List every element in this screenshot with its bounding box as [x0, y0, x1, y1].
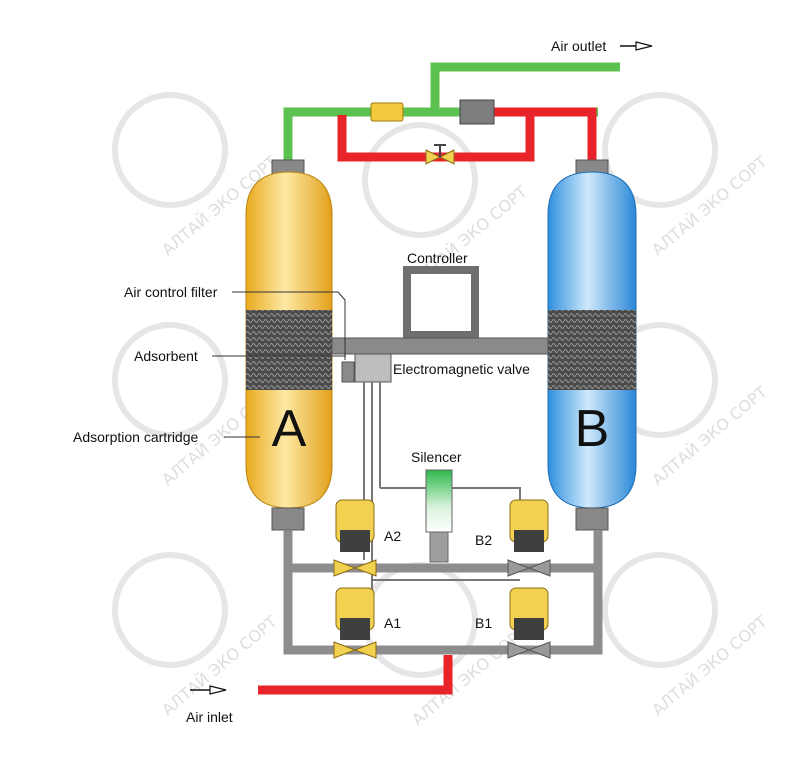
check-valve-block — [459, 99, 495, 125]
air-inlet-arrow — [190, 685, 227, 695]
tower-b-adsorbent — [548, 310, 636, 390]
throttle-valve — [425, 144, 455, 165]
air-outlet-label: Air outlet — [551, 38, 606, 54]
yellow-filter — [370, 102, 404, 122]
solenoid-block — [354, 353, 392, 383]
valve-b1-label: B1 — [475, 615, 492, 631]
controller-label: Controller — [407, 250, 468, 266]
controller-box — [403, 266, 479, 339]
adsorbent-label: Adsorbent — [134, 348, 198, 364]
tower-b: B — [547, 171, 637, 509]
tower-a-adsorbent — [246, 310, 332, 390]
silencer-label: Silencer — [411, 449, 462, 465]
controller-assembly — [331, 266, 549, 590]
tower-a: A — [245, 171, 333, 509]
valve-a1-label: A1 — [384, 615, 401, 631]
tower-b-bottom-flange — [575, 507, 609, 531]
valve-a2 — [333, 499, 377, 577]
air-outlet-arrow — [620, 41, 653, 51]
air-control-filter-label: Air control filter — [124, 284, 218, 300]
valve-b1 — [507, 587, 551, 659]
leader-lines — [212, 291, 346, 438]
adsorption-cartridge-label: Adsorption cartridge — [73, 429, 199, 445]
silencer — [425, 469, 453, 563]
tower-b-letter: B — [575, 400, 610, 458]
valve-b2 — [507, 499, 551, 577]
tower-a-bottom-flange — [271, 507, 305, 531]
tower-a-letter: A — [272, 400, 307, 458]
air-inlet-label: Air inlet — [186, 709, 233, 725]
valve-a2-label: A2 — [384, 528, 401, 544]
valve-a1 — [333, 587, 377, 659]
valve-b2-label: B2 — [475, 532, 492, 548]
manifold-bar — [331, 337, 549, 355]
inlet-pipe — [258, 655, 453, 695]
electromagnetic-valve-label: Electromagnetic valve — [393, 361, 530, 377]
